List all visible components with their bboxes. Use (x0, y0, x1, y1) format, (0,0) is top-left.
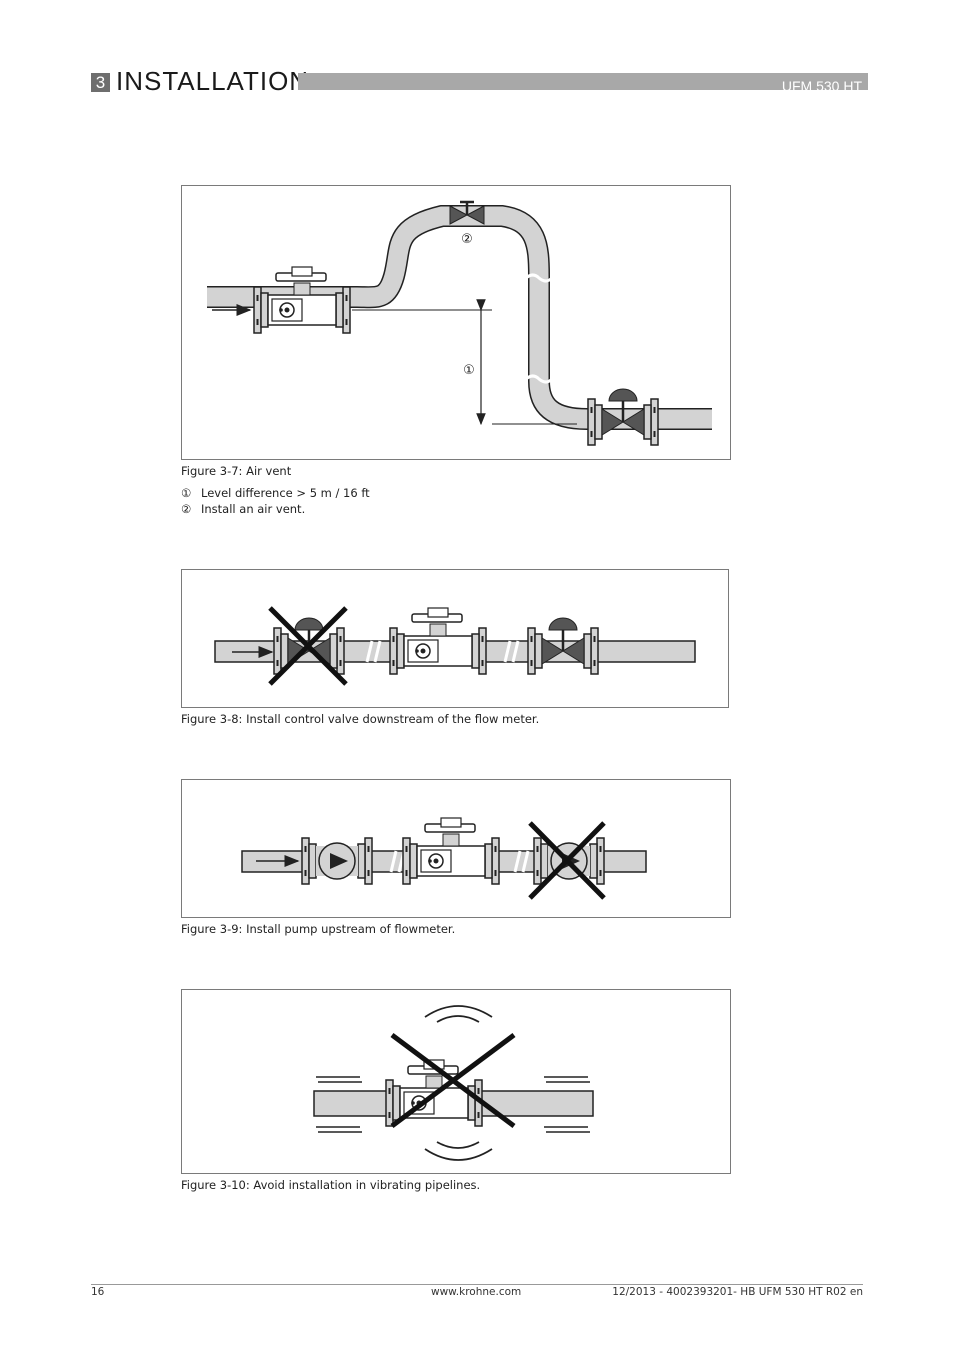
air-vent-diagram: ② ① (207, 200, 712, 459)
chapter-number: 3 (91, 73, 110, 92)
figure-pump (181, 779, 731, 918)
header-bar: UFM 530 HT (298, 73, 868, 94)
figure-caption-pump: Figure 3-9: Install pump upstream of flo… (181, 922, 456, 936)
figure-air-vent: ② ① (181, 185, 731, 460)
page-number: 16 (91, 1286, 105, 1298)
figure-caption-air-vent: Figure 3-7: Air vent (181, 464, 292, 478)
figure-caption-control-valve: Figure 3-8: Install control valve downst… (181, 712, 540, 726)
pump-diagram (241, 780, 647, 900)
page-header: 3 INSTALLATION UFM 530 HT (91, 66, 868, 96)
legend-item: ① Level difference > 5 m / 16 ft (181, 486, 370, 500)
product-name: UFM 530 HT (781, 78, 862, 94)
figure-vibration (181, 989, 731, 1174)
footer-doc-ref: 12/2013 - 4002393201- HB UFM 530 HT R02 … (612, 1286, 863, 1298)
control-valve-diagram (214, 606, 696, 686)
figure-control-valve (181, 569, 729, 708)
legend-text: Level difference > 5 m / 16 ft (201, 486, 370, 500)
footer-website: www.krohne.com (431, 1286, 522, 1298)
chapter-title: INSTALLATION (116, 66, 310, 96)
vibration-diagram (313, 1005, 594, 1161)
legend-text: Install an air vent. (201, 502, 306, 516)
legend-number: ② (181, 502, 192, 516)
legend-number: ① (181, 486, 192, 500)
callout-one: ① (463, 363, 475, 378)
legend-item: ② Install an air vent. (181, 502, 305, 516)
footer-divider (91, 1284, 863, 1285)
callout-two: ② (461, 232, 473, 247)
figure-caption-vibration: Figure 3-10: Avoid installation in vibra… (181, 1178, 481, 1192)
